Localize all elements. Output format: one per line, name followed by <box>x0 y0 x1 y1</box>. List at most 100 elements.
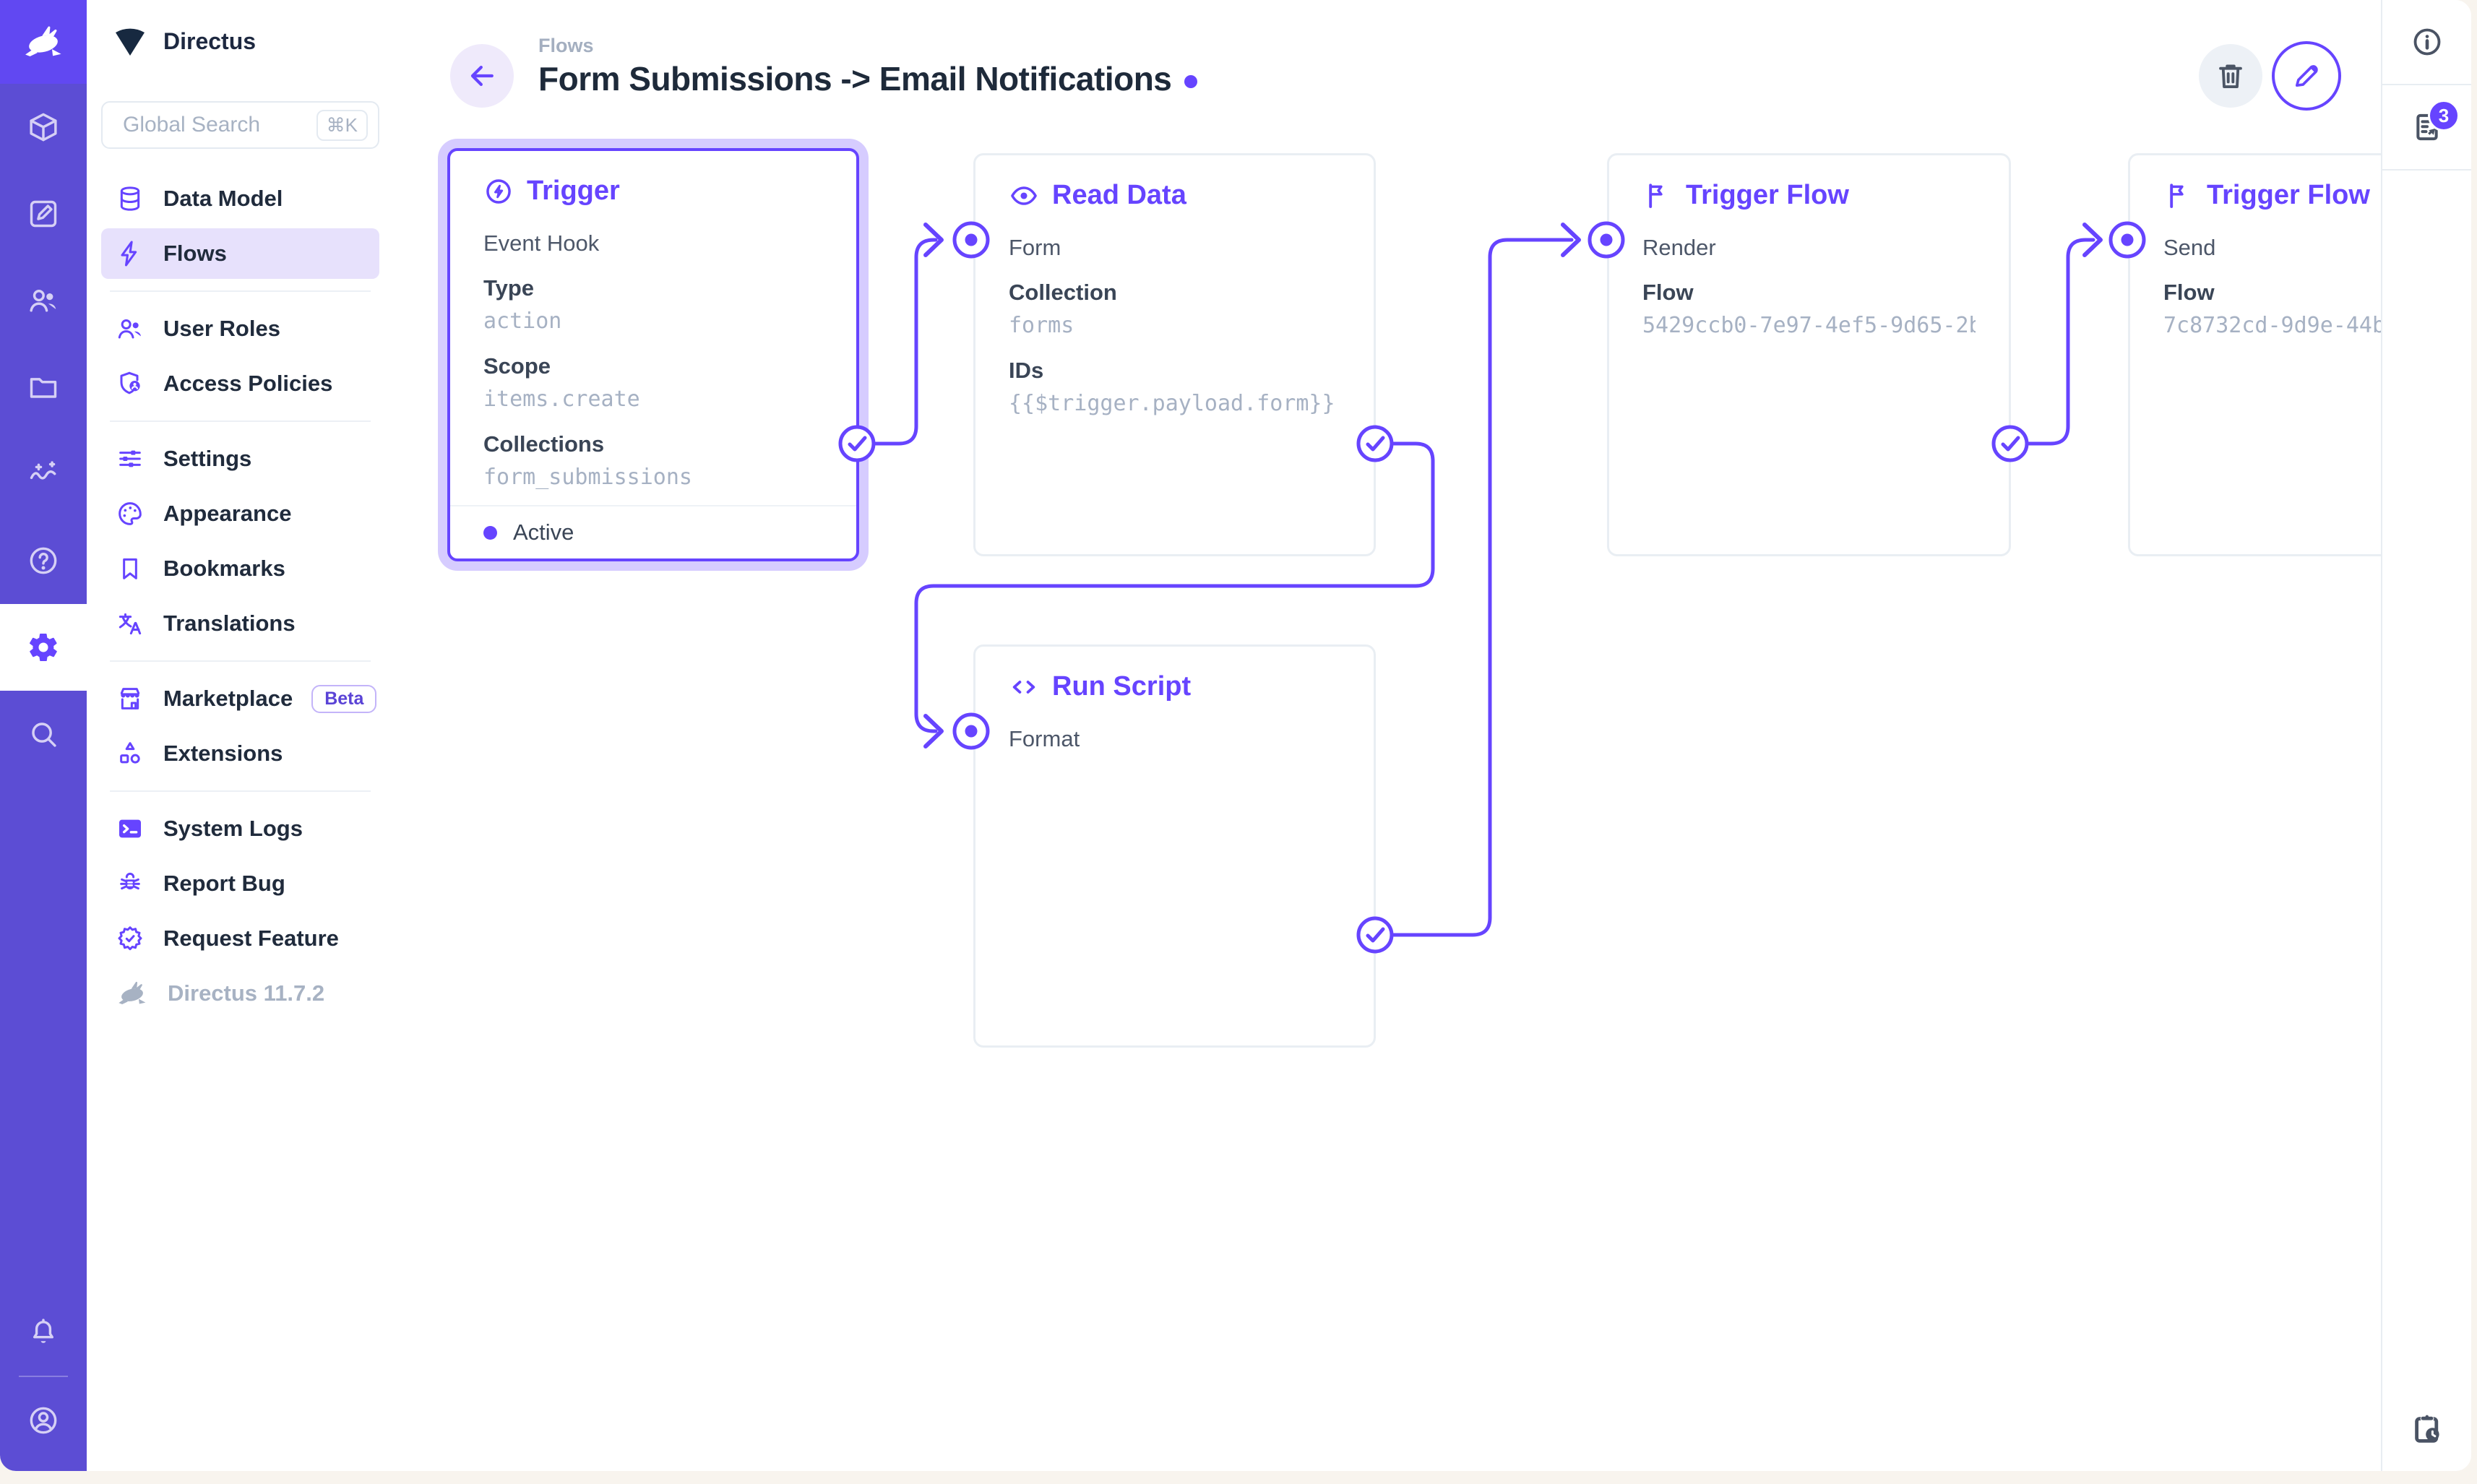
sidebar-item-appearance[interactable]: Appearance <box>101 488 379 539</box>
global-search[interactable]: ⌘K <box>101 101 379 149</box>
sidebar-divider <box>110 290 371 292</box>
field-value: {{$trigger.payload.form}} <box>1009 391 1335 416</box>
unsaved-indicator-dot <box>1184 75 1198 88</box>
insights-module-button[interactable] <box>0 431 87 517</box>
editor-module-button[interactable] <box>0 171 87 257</box>
content-module-button[interactable] <box>0 84 87 171</box>
sidebar-item-label: Bookmarks <box>163 556 285 581</box>
gear-icon <box>27 631 60 664</box>
status-dot <box>483 525 497 540</box>
sidebar-item-data-model[interactable]: Data Model <box>101 173 379 224</box>
arrowhead-icon <box>1561 223 1581 257</box>
project-name: Directus <box>163 27 257 54</box>
panel-title: Trigger Flow <box>1642 180 1976 211</box>
sidebar-item-settings[interactable]: Settings <box>101 433 379 484</box>
connection-triggerflow1-triggerflow2 <box>2027 238 2095 446</box>
search-input[interactable] <box>121 112 308 138</box>
shield-user-icon <box>116 369 145 398</box>
panel-title: Run Script <box>1009 671 1340 702</box>
sidebar-item-access-policies[interactable]: Access Policies <box>101 358 379 409</box>
field-value: items.create <box>483 387 640 412</box>
panel-title: Trigger Flow <box>2163 180 2381 211</box>
page-title: Form Submissions -> Email Notifications <box>538 60 1172 98</box>
field-label: Flow <box>2163 280 2215 305</box>
edit-square-icon <box>27 197 60 230</box>
sidebar-item-system-logs[interactable]: System Logs <box>101 803 379 854</box>
sidebar-item-label: Translations <box>163 611 296 636</box>
search-module-button[interactable] <box>0 691 87 777</box>
sidebar-item-label: Appearance <box>163 501 292 526</box>
sidebar-item-label: Access Policies <box>163 371 333 396</box>
flag-icon <box>1642 181 1673 211</box>
arrowhead-icon <box>923 714 944 749</box>
settings-module-button[interactable] <box>0 604 87 691</box>
delete-flow-button[interactable] <box>2199 44 2262 108</box>
sidebar-item-extensions[interactable]: Extensions <box>101 728 379 779</box>
sidebar-item-label: Report Bug <box>163 871 285 896</box>
bug-icon <box>116 869 145 898</box>
sidebar-item-request-feature[interactable]: Request Feature <box>101 913 379 964</box>
users-module-button[interactable] <box>0 257 87 344</box>
panel-subtitle: Event Hook <box>483 230 600 256</box>
search-icon <box>27 717 60 751</box>
info-button[interactable] <box>2382 0 2471 85</box>
scheduled-tasks-button[interactable] <box>2382 1387 2471 1471</box>
sidebar-item-user-roles[interactable]: User Roles <box>101 303 379 354</box>
bolt-icon <box>116 239 145 268</box>
panel-title-text: Trigger Flow <box>2207 180 2370 210</box>
arrowhead-icon <box>923 223 944 257</box>
sidebar-item-flows[interactable]: Flows <box>101 228 379 279</box>
verified-icon <box>116 924 145 953</box>
back-button[interactable] <box>450 44 514 108</box>
palette-icon <box>116 499 145 528</box>
info-icon <box>2411 25 2444 59</box>
sidebar-item-label: Extensions <box>163 741 283 766</box>
translate-icon <box>116 609 145 638</box>
panel-subtitle: Format <box>1009 726 1080 751</box>
flow-logs-button[interactable]: 3 <box>2382 85 2471 171</box>
module-bar-divider <box>19 1376 68 1377</box>
docs-module-button[interactable] <box>0 517 87 604</box>
field-value: form_submissions <box>483 465 692 490</box>
sidebar-item-label: Flows <box>163 241 227 266</box>
sidebar-item-report-bug[interactable]: Report Bug <box>101 858 379 909</box>
cube-icon <box>27 111 60 144</box>
panel-title-text: Trigger <box>527 176 620 206</box>
edit-flow-button[interactable] <box>2272 41 2341 111</box>
sidebar-item-bookmarks[interactable]: Bookmarks <box>101 543 379 594</box>
activity-icon <box>27 457 60 491</box>
sliders-icon <box>116 444 145 473</box>
arrow-left-icon <box>465 59 499 92</box>
trash-icon <box>2215 60 2246 92</box>
breadcrumb[interactable]: Flows <box>538 35 594 56</box>
pencil-icon <box>2291 60 2322 92</box>
sidebar-item-label: System Logs <box>163 816 303 841</box>
directus-logo[interactable] <box>0 0 87 84</box>
sidebar-item-translations[interactable]: Translations <box>101 598 379 649</box>
notifications-button[interactable] <box>0 1289 87 1376</box>
account-button[interactable] <box>0 1377 87 1464</box>
project-icon <box>116 28 145 56</box>
sidebar-item-label: User Roles <box>163 316 280 341</box>
sidebar-divider <box>110 660 371 662</box>
field-label: Collections <box>483 431 605 457</box>
flow-logs-icon <box>2411 111 2444 144</box>
clipboard-clock-icon <box>2410 1412 2444 1446</box>
field-value: 7c8732cd-9d9e-44be <box>2163 313 2381 338</box>
panel-title: Trigger <box>483 176 823 207</box>
beta-badge: Beta <box>311 684 377 713</box>
project-header[interactable]: Directus <box>87 0 394 82</box>
files-module-button[interactable] <box>0 344 87 431</box>
sidebar-item-label: Request Feature <box>163 926 339 951</box>
users-icon <box>27 284 60 317</box>
field-value: action <box>483 309 562 334</box>
folder-icon <box>27 371 60 404</box>
